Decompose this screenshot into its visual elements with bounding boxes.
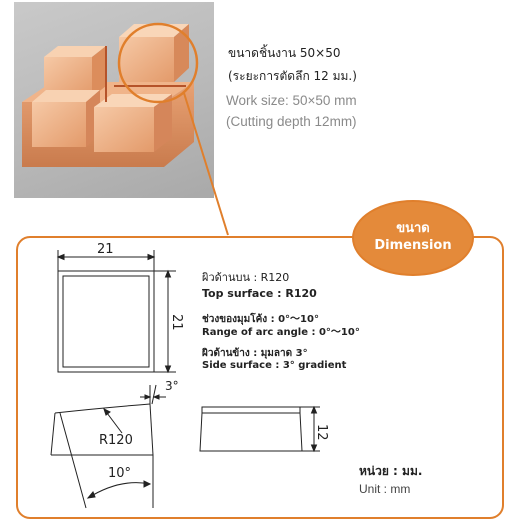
arc-range-thai: ช่วงของมุมโค้ง : 0°～10° xyxy=(202,314,319,325)
front-view-top-band xyxy=(201,406,301,414)
top-surface-thai: ผิวด้านบน : R120 xyxy=(202,271,290,284)
unit-thai: หน่วย : มม. xyxy=(359,464,423,478)
arc-top-surface xyxy=(54,403,151,414)
height-label: 21 xyxy=(169,314,184,331)
dimension-panel xyxy=(16,236,504,519)
top-view xyxy=(56,250,176,374)
arc-range-en: Range of arc angle : 0°～10° xyxy=(202,327,360,338)
side-angle-label: 3° xyxy=(165,379,179,393)
top-surface-en: Top surface : R120 xyxy=(202,287,317,300)
top-view-outer xyxy=(57,270,155,373)
cutting-depth-thai: (ระยะการตัดลึก 12 มม.) xyxy=(228,69,357,83)
side-view-arc xyxy=(50,384,166,509)
width-label: 21 xyxy=(97,242,114,257)
radius-leader xyxy=(59,412,87,509)
badge-thai: ขนาด xyxy=(396,221,430,236)
side-surface-thai: ผิวด้านข้าง : มุมลาด 3° xyxy=(202,348,308,359)
dimension-badge: ขนาด Dimension xyxy=(352,200,474,276)
cutting-depth-en: (Cutting depth 12mm) xyxy=(226,114,357,129)
unit-en: Unit : mm xyxy=(359,482,411,496)
front-view xyxy=(199,405,320,453)
work-size-en: Work size: 50×50 mm xyxy=(226,93,357,108)
side-surface-en: Side surface : 3° gradient xyxy=(202,360,347,371)
depth-label: 12 xyxy=(314,424,329,441)
arc-angle-label: 10° xyxy=(108,466,131,481)
arc-angle-dimension xyxy=(87,482,151,499)
work-size-thai: ขนาดชิ้นงาน 50×50 xyxy=(228,46,341,60)
radius-label: R120 xyxy=(99,433,133,448)
top-view-inner xyxy=(62,275,150,368)
badge-en: Dimension xyxy=(374,238,452,253)
